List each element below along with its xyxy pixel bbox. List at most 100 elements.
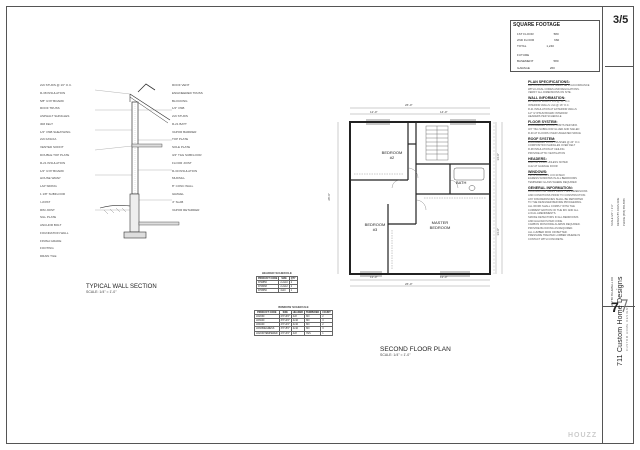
notes-line: HEADERS PER SCHEDULE <box>528 115 562 119</box>
schedule-cell: DH3650 <box>255 288 280 294</box>
notes-line: ALL WORK SHALL COMPLY WITH THE <box>528 204 575 208</box>
wall-callout: ROOF VENT <box>172 83 190 87</box>
floor-plan-drawing <box>337 107 503 287</box>
schedule-header-cell: TEMPERED <box>303 309 322 315</box>
schedule-cell: 2'0"x3'0" <box>278 330 292 336</box>
wall-callout: R-21 BATT <box>172 121 187 126</box>
wall-callout: FOOTING <box>40 246 54 251</box>
room-label-bath: BATH <box>456 180 467 185</box>
notes-line: PROVIDE BLOCKING AS REQUIRED. <box>528 227 573 231</box>
notes-line: PROVIDE ATTIC VENTILATION <box>528 151 566 155</box>
sqft-value: 580 <box>553 59 559 63</box>
wall-section-scale: SCALE: 1/4" = 1'-0" <box>86 290 117 294</box>
wall-callout: FINISH GRADE <box>40 238 62 243</box>
schedule-cell: 1 <box>288 288 298 294</box>
wall-callout: 8" CONC WALL <box>172 184 194 189</box>
notes-heading: ROOF SYSTEM: <box>528 136 556 141</box>
notes-line: 4x10 OR 2-2x10 UNLESS NOTED <box>528 160 568 164</box>
notes-line: ALL CONSTRUCTION SHALL BE IN ACCORDANCE <box>528 84 590 87</box>
wall-callout: 30# FELT <box>40 121 53 126</box>
room-label-bedroom-2: BEDROOM#2 <box>381 150 403 160</box>
wall-callout: 2x6 STUDS @ 16" O.C. <box>40 83 72 87</box>
notes-line: ENGINEERED ROOF TRUSSES @ 24" O.C. <box>528 140 581 144</box>
schedule-cell: 4x8 <box>290 330 305 336</box>
plan-notes: PLAN SPECIFICATIONS:ALL CONSTRUCTION SHA… <box>528 78 602 430</box>
wall-callout: RIM JOIST <box>40 207 55 212</box>
schedule-header-cell: PRODUCT CODE <box>255 275 280 281</box>
wall-callout: GRAVEL <box>172 191 184 196</box>
notes-line: VERIFY ALL DIMENSIONS ON SITE. <box>528 91 572 95</box>
wall-callout: VENTED SOFFIT <box>40 145 64 150</box>
schedule-header-cell: HEADER <box>290 309 305 315</box>
schedule-cell: LD2030TEMPERED <box>254 330 280 336</box>
dim-side-overall: 28'-0" <box>327 192 332 201</box>
notes-line: PRESSURE TREATED LUMBER WHERE IN <box>528 234 581 238</box>
notes-line: R-21 INSULATION AT EXTERIOR WALLS <box>528 107 577 111</box>
dim-top-right: 14'-0" <box>440 110 448 114</box>
notes-line: CONTACT WITH CONCRETE. <box>528 238 564 242</box>
dim-bottom-right: 13'-0" <box>440 275 448 279</box>
notes-heading: WINDOWS: <box>528 169 548 174</box>
sqft-row: FUTURE <box>517 53 549 57</box>
schedule-cell: 2-2x10 <box>278 279 290 285</box>
sqft-label: BASEMENT <box>517 59 534 63</box>
wall-callout: ENGINEERED TRUSS <box>172 90 203 95</box>
dim-top-overall: 26'-0" <box>405 103 413 107</box>
floor-plan-title-block: SECOND FLOOR PLAN SCALE: 1/4" = 1'-0" <box>380 346 451 357</box>
notes-line: COMPOSITION SHINGLES OVER FELT <box>528 144 576 148</box>
notes-line: ENGINEERED FLOOR JOISTS PER MFR. <box>528 124 578 128</box>
schedule-header-cell: PRODUCT CODE <box>254 309 280 315</box>
schedule-cell: YES <box>303 330 322 336</box>
dim-bottom-left: 13'-0" <box>370 275 378 279</box>
notes-line: INTERIOR WALLS: 2x4 @ 16" O.C. <box>528 104 570 108</box>
title-divider <box>605 66 633 67</box>
sheet-number: 3/5 <box>613 14 629 26</box>
wall-callout: R-30 INSULATION <box>172 168 198 173</box>
room-label-bedroom-3: BEDROOM#3 <box>364 222 386 232</box>
wall-callout: I-JOIST <box>40 199 51 204</box>
company-logo-icon: 7 <box>611 299 628 315</box>
floor-plan-scale: SCALE: 1/4" = 1'-0" <box>380 353 411 357</box>
wall-callout: SOLE PLATE <box>172 145 191 150</box>
notes-line: WITH LOCAL CODES AND REGULATIONS. <box>528 87 580 91</box>
sqft-value: 580 <box>553 32 559 36</box>
dim-bottom-overall: 26'-0" <box>405 282 413 286</box>
notes-heading: PLAN SPECIFICATIONS: <box>528 80 570 84</box>
wall-callout: SILL PLATE <box>40 215 57 220</box>
notes-heading: GENERAL INFORMATION: <box>528 186 573 191</box>
dim-side-upper: 14'-0" <box>496 152 501 161</box>
notes-line: 4x12 AT GARAGE DOOR <box>528 164 558 168</box>
wall-callout: FLOOR JOIST <box>172 160 192 165</box>
wall-callout: BLOCKING <box>172 98 188 103</box>
notes-line: EXTERIOR WALLS: 2x6 @ 16" O.C. <box>528 100 571 104</box>
dim-side-lower: 14'-0" <box>496 227 501 236</box>
floor-plan-title: SECOND FLOOR PLAN <box>380 346 451 353</box>
wall-callout: ROOF TRUSS <box>40 106 60 111</box>
notes-line: SMOKE DETECTORS IN ALL BEDROOMS <box>528 216 579 219</box>
wall-callout: R-21 INSULATION <box>40 160 66 165</box>
wall-section-title-block: TYPICAL WALL SECTION SCALE: 1/4" = 1'-0" <box>86 284 157 294</box>
sqft-label: TOTAL <box>517 44 527 48</box>
wall-callout: 1/2" OSB <box>172 106 185 111</box>
sqft-label: GARAGE <box>517 66 530 70</box>
sqft-label: 2ND FLOOR <box>517 38 535 42</box>
wall-callout: 2x6 FASCIA <box>40 137 57 142</box>
wall-callout: 1/2" OSB SHEATHING <box>40 129 71 134</box>
schedule-header-cell: COUNT <box>320 309 333 315</box>
notes-line: CONTRACTOR SHALL VERIFY ALL DIMENSIONS <box>528 190 588 194</box>
notes-line: VINYL WINDOWS U=0.30 MAX <box>528 173 565 177</box>
title-block: 3/5 26-TBF BLUEBELL OR 711 Custom Home D… <box>602 6 635 444</box>
notes-line: ANY DISCREPANCIES SHALL BE REPORTED <box>528 197 584 201</box>
notes-heading: FLOOR SYSTEM: <box>528 120 558 125</box>
notes-line: LOCAL AMENDMENTS. <box>528 212 557 216</box>
